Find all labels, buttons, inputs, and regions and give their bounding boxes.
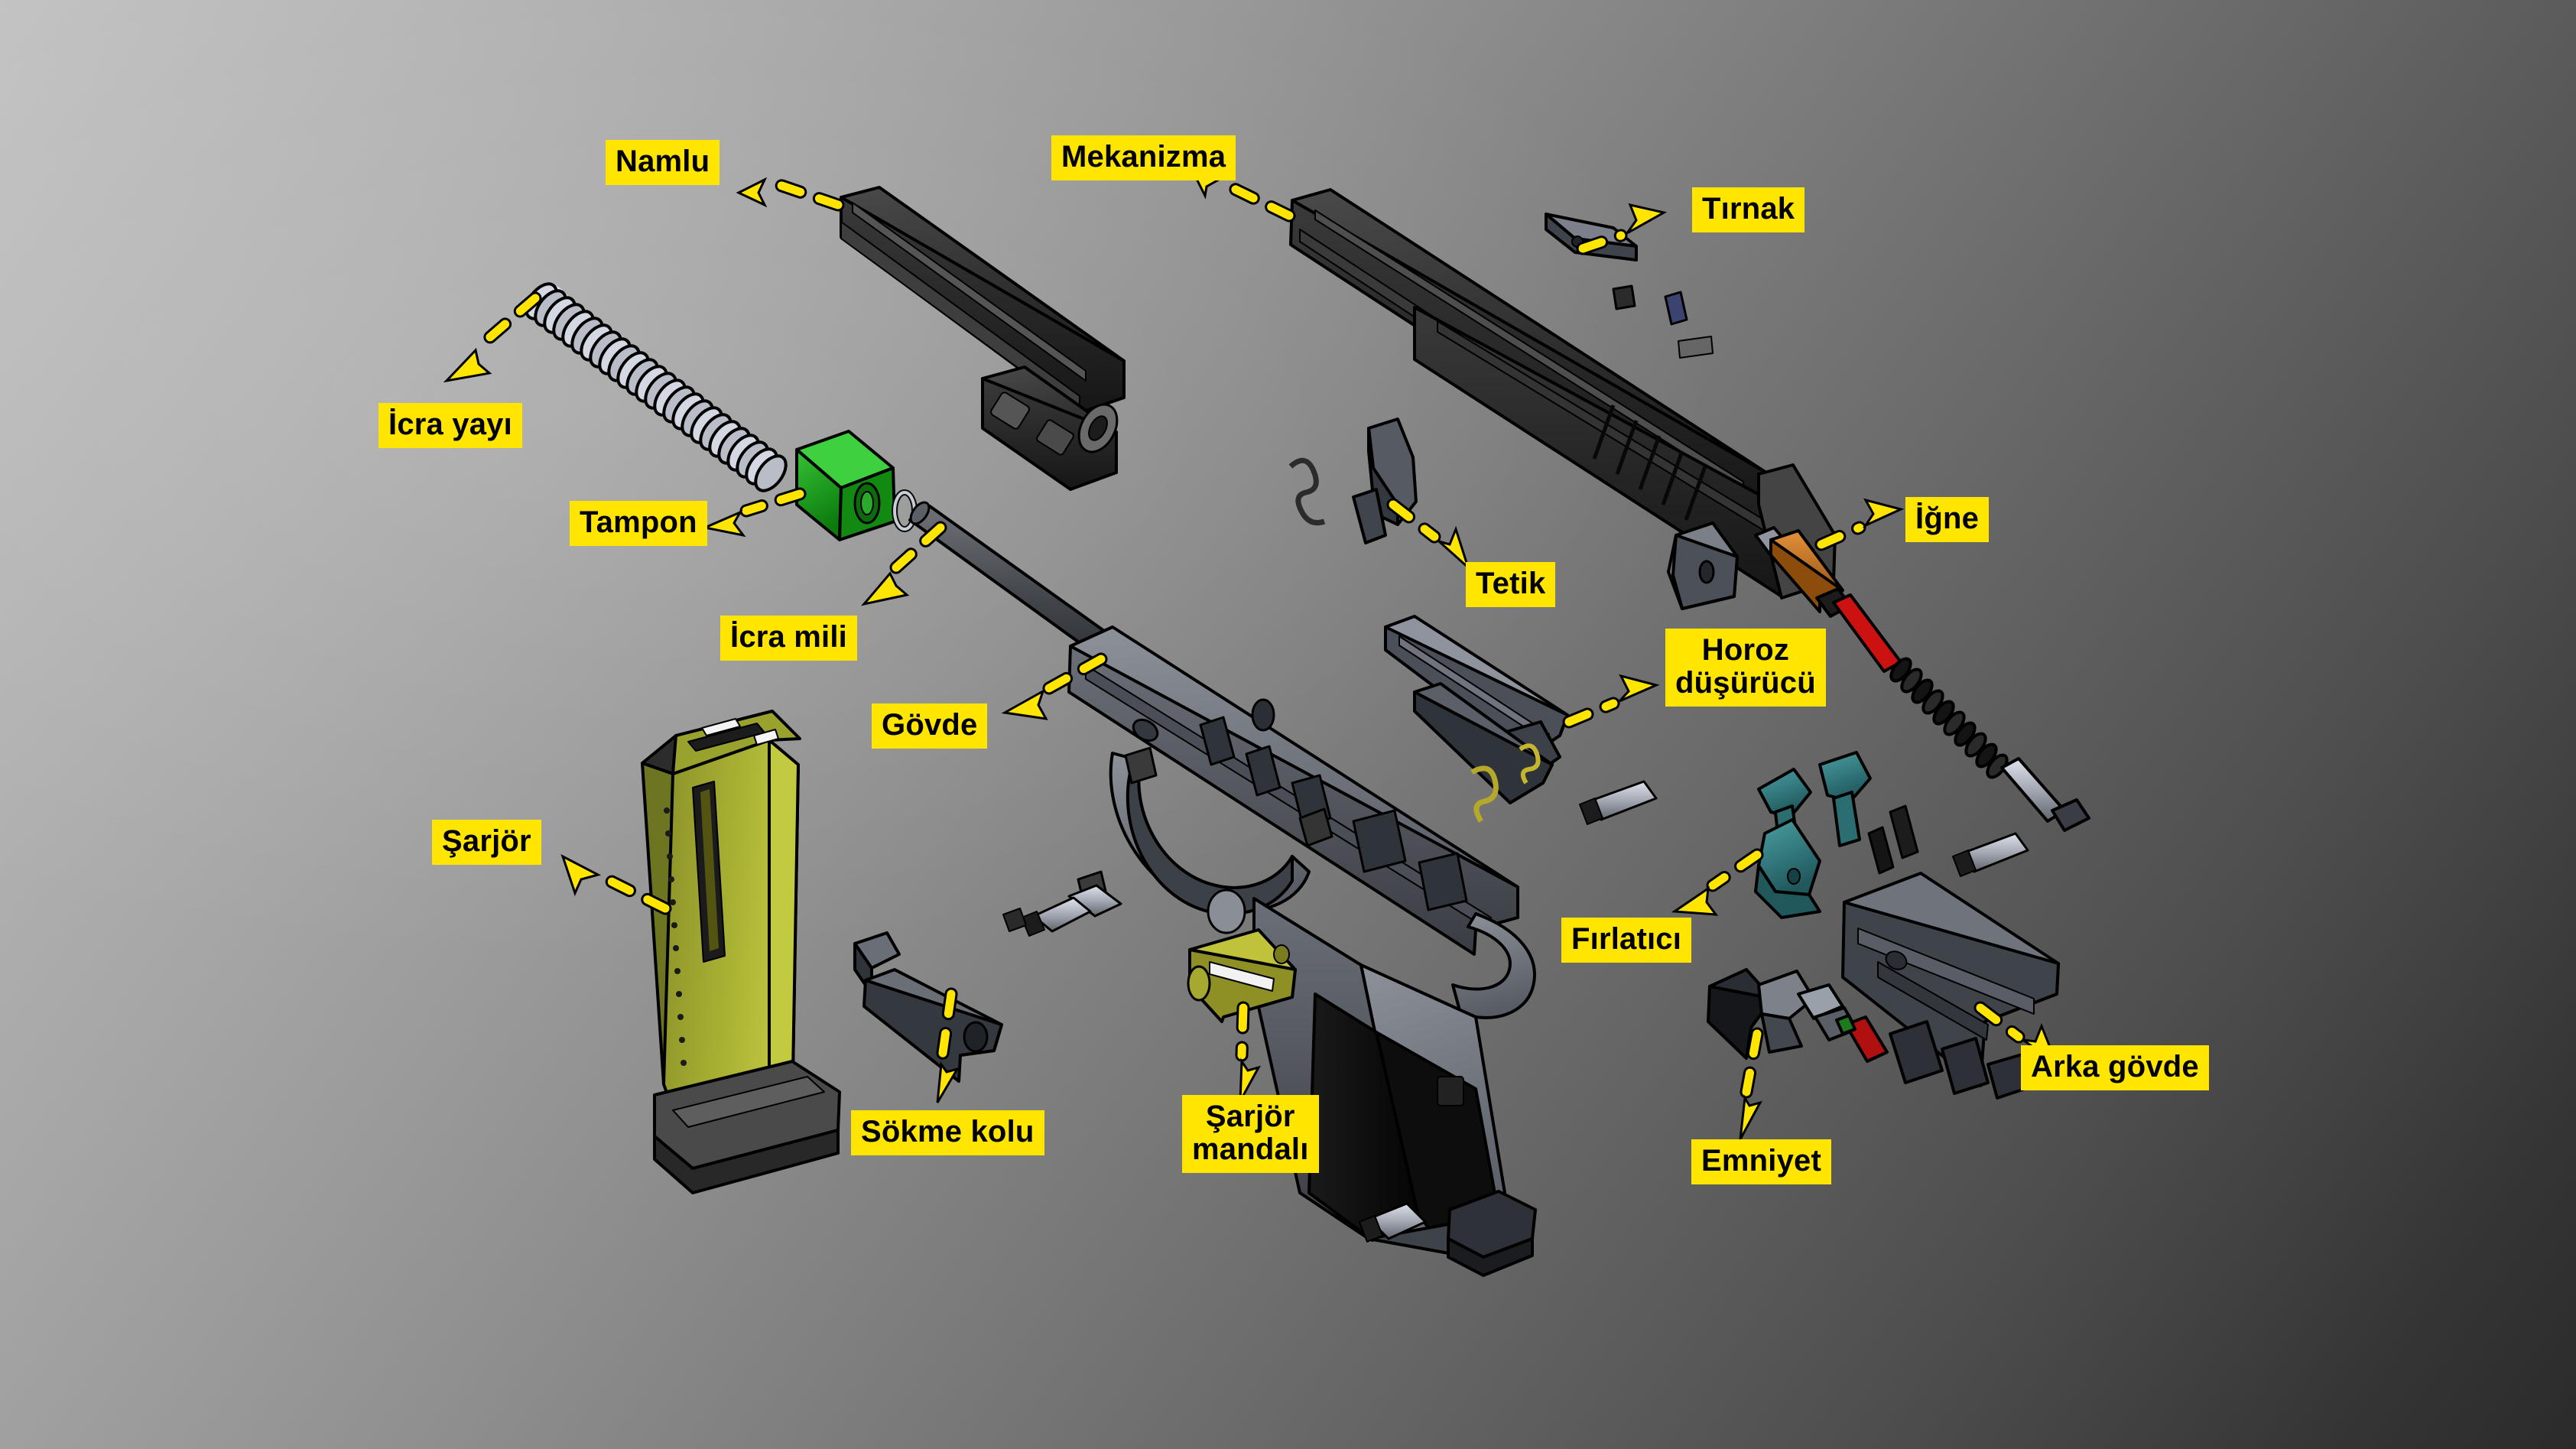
label-sarjor[interactable]: Şarjör	[432, 820, 541, 866]
part-tirnak	[1545, 213, 1638, 262]
label-tirnak[interactable]: Tırnak	[1692, 187, 1805, 233]
part-govde	[1067, 625, 1536, 1256]
label-icra-yayi[interactable]: İcra yayı	[378, 403, 522, 449]
part-firlatici	[1754, 751, 1919, 919]
label-govde[interactable]: Gövde	[872, 703, 988, 749]
part-tetik	[1352, 417, 1418, 544]
part-sarjor-mandali	[1187, 928, 1297, 1023]
label-sarjor-mandali[interactable]: Şarjör mandalı	[1182, 1095, 1319, 1174]
part-igne	[1754, 526, 2090, 832]
label-tetik[interactable]: Tetik	[1466, 562, 1556, 608]
label-horoz-dusurucu[interactable]: Horoz düşürücü	[1665, 629, 1826, 707]
label-tampon[interactable]: Tampon	[570, 501, 707, 547]
label-firlatici[interactable]: Fırlatıcı	[1561, 918, 1692, 963]
label-igne[interactable]: İğne	[1905, 497, 1990, 543]
part-namlu	[840, 186, 1126, 491]
part-small-pins-top	[1612, 284, 1688, 326]
label-arka-govde[interactable]: Arka gövde	[2021, 1045, 2209, 1091]
part-trigger-spring	[1288, 457, 1326, 526]
part-loose-pins	[1002, 743, 2029, 1277]
part-sarjor	[641, 710, 841, 1194]
part-sokme-kolu	[853, 931, 1003, 1083]
label-sokme-kolu[interactable]: Sökme kolu	[851, 1110, 1044, 1156]
part-hammer-block	[1667, 521, 1739, 610]
part-icra-yayi	[525, 282, 788, 492]
part-arka-govde	[1841, 872, 2060, 1100]
label-emniyet[interactable]: Emniyet	[1691, 1139, 1832, 1185]
part-emniyet	[1707, 968, 1889, 1063]
part-tampon	[795, 430, 918, 541]
label-icra-mili[interactable]: İcra mili	[720, 616, 857, 661]
part-horoz-dusurucu	[1384, 615, 1569, 823]
label-namlu[interactable]: Namlu	[606, 140, 720, 186]
part-mekanizma	[1289, 188, 1837, 599]
label-mekanizma[interactable]: Mekanizma	[1051, 135, 1236, 181]
